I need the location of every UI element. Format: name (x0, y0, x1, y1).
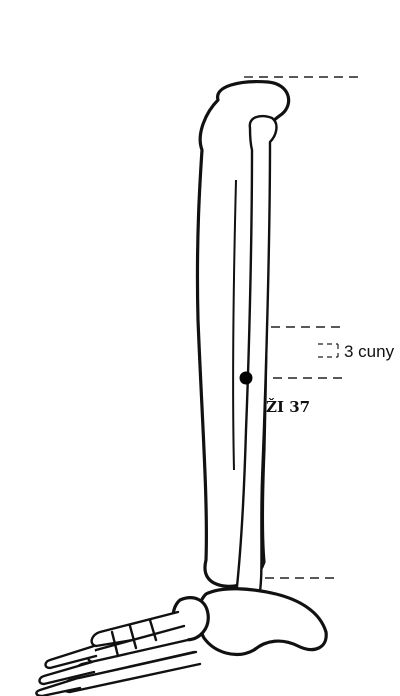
talus-calcaneus-bone (198, 589, 326, 655)
acupoint-marker-icon (240, 372, 253, 385)
measure-bracket-icon (318, 344, 338, 357)
acupoint-label: ŽI 37 (266, 398, 310, 416)
toe-bones (36, 612, 200, 696)
measure-label: 3 cuny (344, 342, 394, 362)
